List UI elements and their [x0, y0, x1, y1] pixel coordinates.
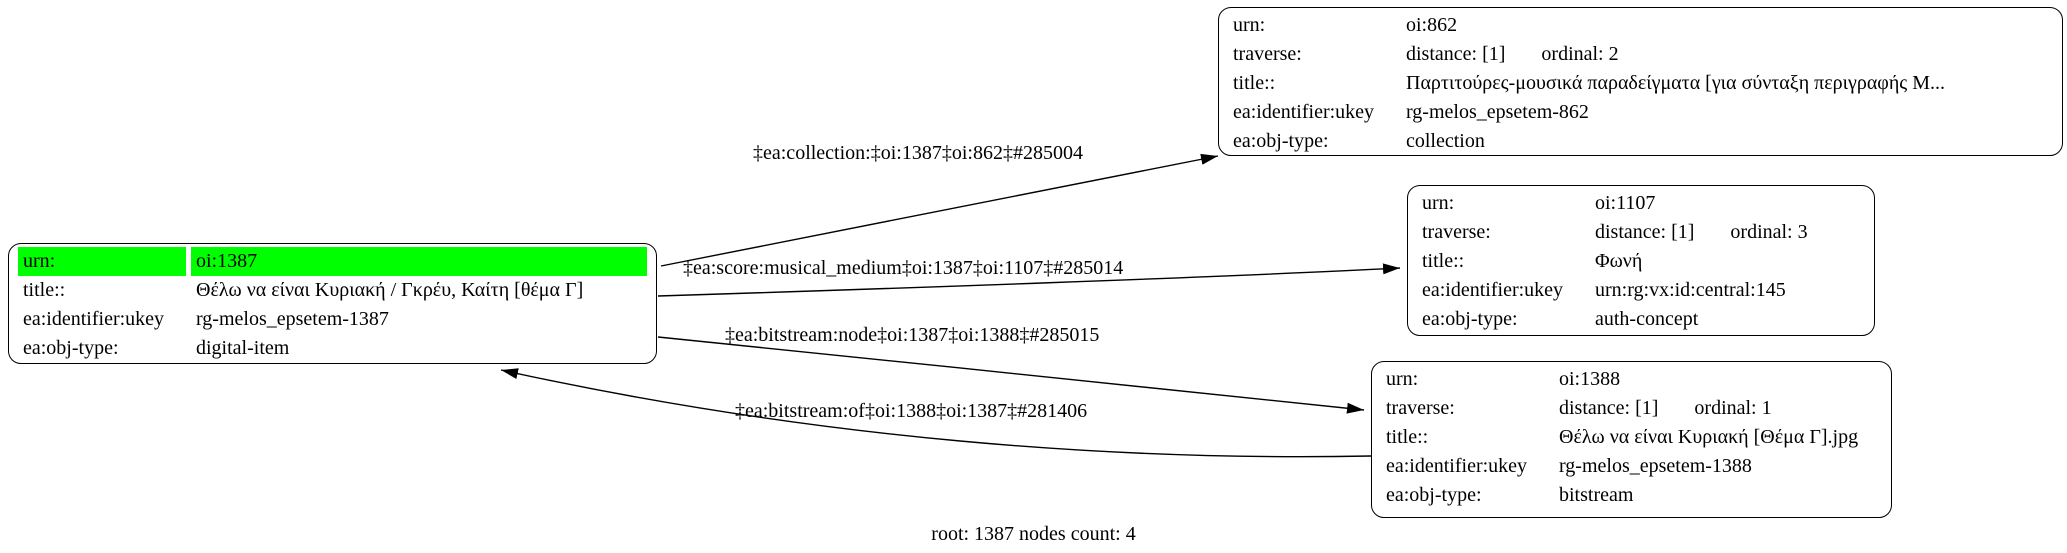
node-row: urn:oi:1387 [18, 247, 647, 276]
node-oi-1388[interactable]: urn: oi:1388 traverse: distance: [1]ordinal… [1371, 361, 1892, 518]
row-key: urn: [1233, 14, 1266, 36]
row-value: Θέλω να είναι Κυριακή [Θέμα Γ].jpg [1559, 426, 1859, 448]
row-key: ea:obj-type: [1233, 130, 1329, 152]
node-row: urn: oi:862 [1228, 11, 2053, 40]
row-key: ea:identifier:ukey [1422, 279, 1564, 301]
row-key: ea:identifier:ukey [1386, 455, 1528, 477]
node-row: traverse: distance: [1]ordinal: 1 [1381, 394, 1882, 423]
row-key: ea:identifier:ukey [1233, 101, 1375, 123]
edge-label-score-musical-medium: ‡ea:score:musical_medium‡oi:1387‡oi:1107… [683, 257, 1124, 279]
row-key: urn: [1422, 192, 1455, 214]
row-key: title:: [23, 279, 66, 301]
node-row: title::Θέλω να είναι Κυριακή / Γκρέυ, Κα… [18, 276, 647, 305]
edge-bitstream-node [657, 336, 1365, 414]
row-value: auth-concept [1595, 308, 1699, 330]
node-row: traverse: distance: [1]ordinal: 3 [1417, 218, 1865, 247]
row-key: traverse: [1422, 221, 1491, 243]
row-value: Θέλω να είναι Κυριακή / Γκρέυ, Καίτη [θέ… [196, 279, 584, 301]
node-row: traverse: distance: [1]ordinal: 2 [1228, 40, 2053, 69]
row-value: distance: [1]ordinal: 3 [1595, 221, 1808, 243]
row-value: distance: [1]ordinal: 2 [1406, 43, 1619, 65]
node-row: urn: oi:1388 [1381, 365, 1882, 394]
row-key: urn: [18, 247, 186, 276]
row-value: oi:1107 [1595, 192, 1656, 214]
edge-bitstream-of [500, 368, 1372, 458]
node-oi-862[interactable]: urn: oi:862 traverse: distance: [1]ordinal:… [1218, 7, 2063, 156]
node-row: ea:obj-type: digital-item [18, 334, 647, 363]
row-key: title:: [1386, 426, 1429, 448]
row-value: distance: [1]ordinal: 1 [1559, 397, 1772, 419]
node-row: title::Θέλω να είναι Κυριακή [Θέμα Γ].jp… [1381, 423, 1882, 452]
row-value: rg-melos_epsetem-1388 [1559, 455, 1752, 477]
row-value: Παρτιτούρες-μουσικά παραδείγματα [για σύ… [1406, 72, 1946, 94]
row-value-ordinal: ordinal: 1 [1694, 397, 1772, 419]
node-row: ea:identifier:ukey rg-melos_epsetem-862 [1228, 98, 2053, 127]
edge-collection [660, 153, 1219, 267]
node-row: urn: oi:1107 [1417, 189, 1865, 218]
row-key: traverse: [1386, 397, 1455, 419]
node-row: ea:identifier:ukey rg-melos_epsetem-1388 [1381, 452, 1882, 481]
row-value: oi:1388 [1559, 368, 1621, 390]
node-row: title::Παρτιτούρες-μουσικά παραδείγματα … [1228, 69, 2053, 98]
row-value: digital-item [196, 337, 290, 359]
node-row: ea:obj-type: bitstream [1381, 481, 1882, 510]
row-key: title:: [1233, 72, 1276, 94]
edge-label-bitstream-of: ‡ea:bitstream:of‡oi:1388‡oi:1387‡#281406 [735, 400, 1088, 422]
row-value: rg-melos_epsetem-862 [1406, 101, 1589, 123]
row-value: oi:1387 [191, 247, 647, 276]
row-value: Φωνή [1595, 250, 1643, 272]
edge-label-bitstream-node: ‡ea:bitstream:node‡oi:1387‡oi:1388‡#2850… [725, 324, 1100, 346]
row-key: urn: [1386, 368, 1419, 390]
edge-score-musical-medium [657, 263, 1401, 297]
node-row: ea:identifier:ukey urn:rg:vx:id:central:1… [1417, 276, 1865, 305]
node-row: title::Φωνή [1417, 247, 1865, 276]
row-value: bitstream [1559, 484, 1634, 506]
row-value-ordinal: ordinal: 3 [1730, 221, 1808, 243]
row-key: traverse: [1233, 43, 1302, 65]
row-key: title:: [1422, 250, 1465, 272]
node-row: ea:obj-type: collection [1228, 127, 2053, 155]
graph-caption: root: 1387 nodes count: 4 [931, 523, 1136, 545]
row-value-ordinal: ordinal: 2 [1541, 43, 1619, 65]
row-value: collection [1406, 130, 1485, 152]
row-key: ea:identifier:ukey [23, 308, 165, 330]
edge-label-collection: ‡ea:collection:‡oi:1387‡oi:862‡#285004 [753, 142, 1083, 164]
node-row: ea:obj-type: auth-concept [1417, 305, 1865, 334]
node-oi-1107[interactable]: urn: oi:1107 traverse: distance: [1]ordinal… [1407, 185, 1875, 336]
row-key: ea:obj-type: [1422, 308, 1518, 330]
row-value: rg-melos_epsetem-1387 [196, 308, 389, 330]
node-row: ea:identifier:ukey rg-melos_epsetem-1387 [18, 305, 647, 334]
row-key: ea:obj-type: [23, 337, 119, 359]
row-value: oi:862 [1406, 14, 1458, 36]
row-key: ea:obj-type: [1386, 484, 1482, 506]
row-value: urn:rg:vx:id:central:145 [1595, 279, 1786, 301]
